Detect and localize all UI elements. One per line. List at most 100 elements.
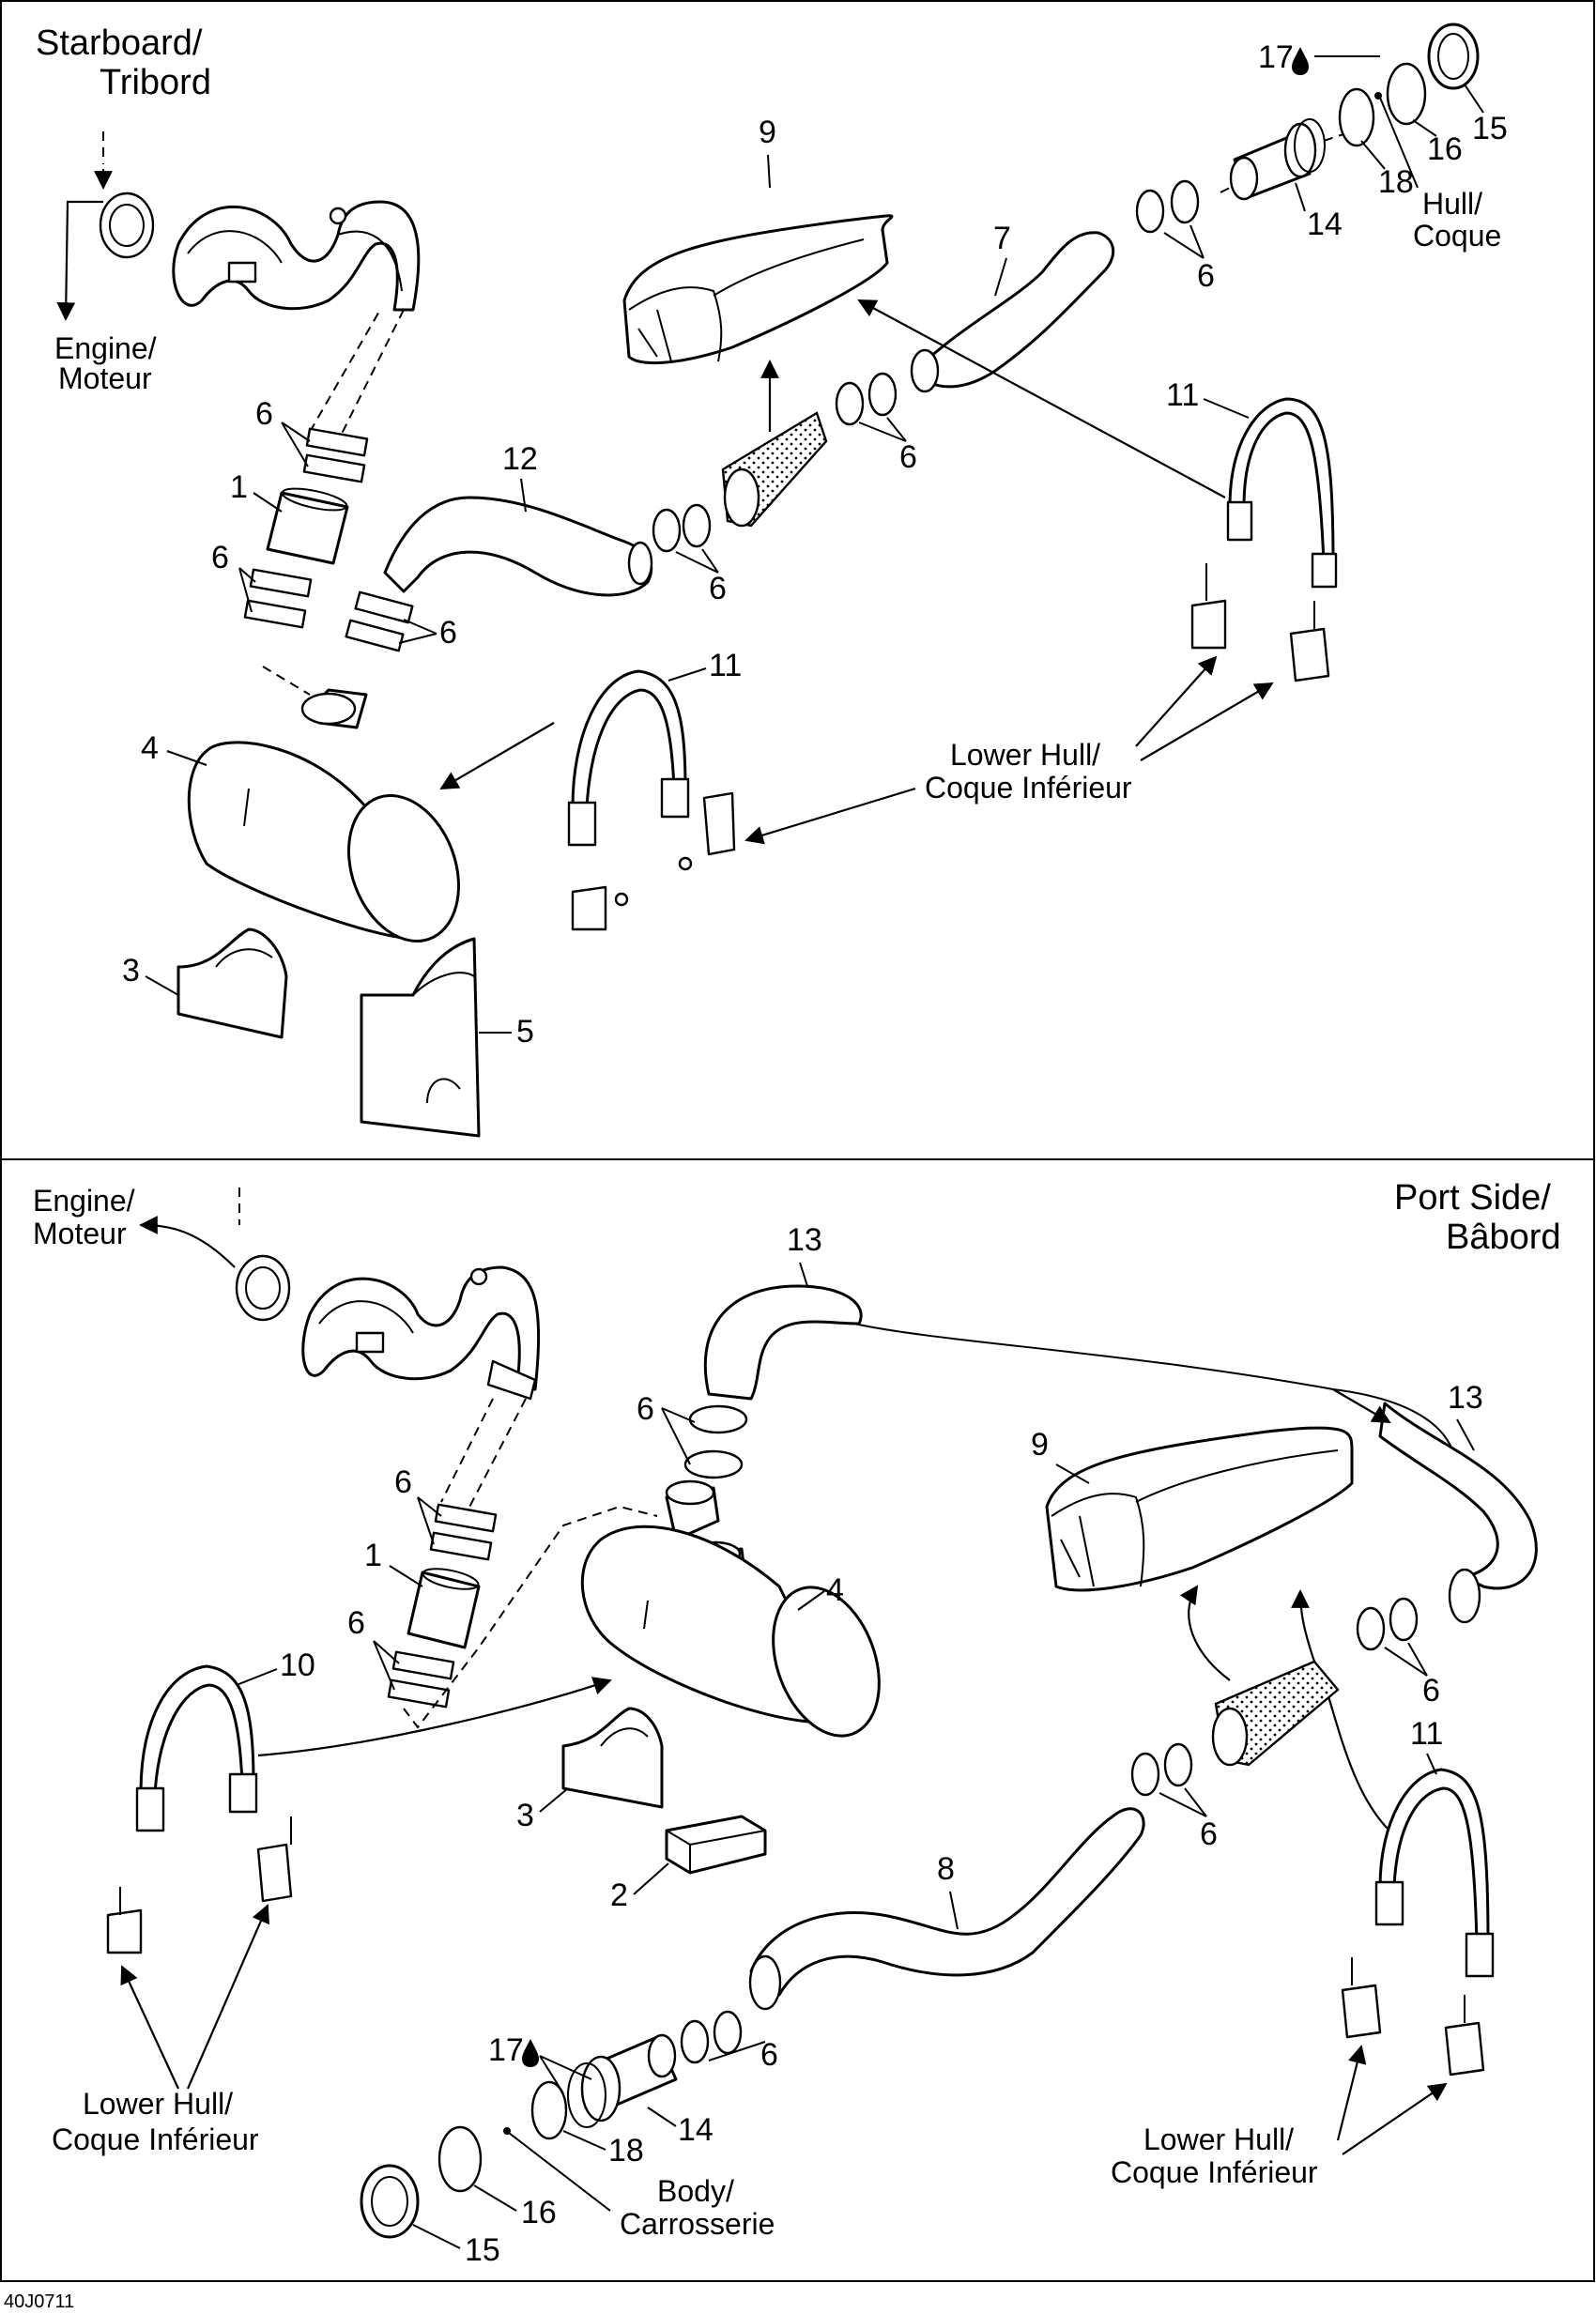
clamp-6-port-lower (387, 1650, 455, 1709)
callout-10: 10 (280, 1647, 315, 1683)
hose-part-7 (910, 231, 1115, 393)
silencer-part-9 (622, 214, 894, 364)
callout-17: 17 (488, 2032, 524, 2068)
coupling-part-1-port (407, 1568, 481, 1649)
hose-part-12 (383, 496, 653, 597)
support-part-3-port (561, 1707, 664, 1809)
lower-hull-label-left-fr: Coque Inférieur (52, 2122, 259, 2156)
strap-part-10 (135, 1664, 258, 1832)
callout-6: 6 (899, 439, 917, 475)
clamp-6-port-center (1130, 1742, 1193, 1797)
strap-part-11-right (1226, 397, 1338, 589)
bracket-center-right (678, 791, 736, 871)
callout-4: 4 (826, 1572, 844, 1608)
clamp-6-hose12 (345, 590, 414, 652)
callout-11: 11 (1166, 377, 1199, 413)
bracket-port-left-upper (256, 1816, 293, 1903)
nut-part-15 (1427, 23, 1480, 90)
arrow-to-muffler (439, 722, 555, 789)
port-title: Port Side/ (1394, 1178, 1551, 1218)
outlet-part-14 (1229, 118, 1326, 201)
perforated-tube-port (1211, 1660, 1340, 1767)
callout-14: 14 (678, 2112, 714, 2148)
hull-label: Hull/ (1422, 187, 1482, 221)
support-part-3 (176, 927, 288, 1039)
callout-6: 6 (1197, 258, 1215, 294)
engine-reference-port: Engine/ Moteur (33, 1184, 240, 1268)
callout-6: 6 (211, 540, 229, 575)
clamp-6-upper (302, 427, 369, 483)
body-label-fr: Carrosserie (620, 2207, 775, 2241)
callout-8: 8 (937, 1851, 955, 1887)
bracket-port-right-lower (1444, 1995, 1485, 2076)
callout-15: 15 (465, 2232, 500, 2268)
muffler-part-4-port (580, 1479, 881, 1738)
lower-hull-label-right: Lower Hull/ (1143, 2122, 1294, 2156)
callout-16: 16 (521, 2195, 557, 2230)
clamp-6-port-upper (429, 1503, 498, 1561)
clamp-6-tube (835, 372, 898, 426)
callout-9: 9 (759, 115, 776, 150)
bracket-right-lower (1289, 601, 1330, 682)
clamp-6-port-bottom (680, 2010, 743, 2064)
port-title-fr: Bâbord (1446, 1218, 1561, 1257)
bracket-port-left-lower (106, 1887, 143, 1954)
gasket-part-18-port (530, 2080, 568, 2140)
callout-11: 11 (1410, 1716, 1443, 1752)
ring-part-16-port (437, 2125, 483, 2193)
callout-16: 16 (1427, 131, 1463, 167)
nut-part-15-port (360, 2164, 420, 2239)
callout-15: 15 (1472, 111, 1508, 146)
muffler-part-4 (187, 666, 460, 942)
perforated-tube (721, 411, 828, 528)
lower-hull-label-left: Lower Hull/ (83, 2087, 233, 2121)
callout-2: 2 (610, 1877, 628, 1913)
bracket-right-upper (1190, 563, 1227, 650)
callout-13: 13 (787, 1222, 822, 1258)
lower-hull-label: Lower Hull/ (950, 738, 1100, 772)
callout-6: 6 (1422, 1673, 1440, 1709)
hose-centerline (309, 309, 405, 442)
clamp-6-port-right (1356, 1597, 1419, 1651)
block-part-2 (665, 1815, 767, 1875)
bracket-center-left (571, 885, 629, 931)
lower-hull-label-right-fr: Coque Inférieur (1111, 2155, 1318, 2189)
port-panel-frame (0, 1158, 1595, 2282)
clamp-6-right (1135, 179, 1200, 234)
engine-reference: Engine/ Moteur (54, 131, 157, 395)
sealant-drop-icon (1292, 47, 1309, 75)
callout-1: 1 (230, 469, 248, 505)
hose-part-8 (748, 1807, 1145, 2011)
clamp-6-lower-left (243, 568, 313, 629)
exhaust-manifold (99, 192, 421, 312)
callout-4: 4 (141, 730, 159, 766)
callout-6: 6 (347, 1605, 365, 1641)
sealant-drop-icon (522, 2039, 539, 2067)
callout-14: 14 (1307, 207, 1343, 242)
callout-5: 5 (516, 1014, 534, 1050)
bracket-port-right-upper (1341, 1957, 1382, 2039)
hose-part-13 (703, 1284, 1538, 1624)
port-panel: Port Side/ Bâbord Engine/ Moteur 6 (33, 1178, 1561, 2268)
callout-17: 17 (1258, 39, 1294, 75)
support-part-5 (360, 937, 481, 1138)
starboard-title-fr: Tribord (100, 63, 211, 102)
exhaust-manifold-port (235, 1254, 541, 1401)
callout-6: 6 (394, 1464, 412, 1500)
svg-text:Engine/: Engine/ (33, 1184, 135, 1218)
outlet-part-14-port (567, 2033, 678, 2128)
callout-18: 18 (1378, 164, 1414, 200)
callout-6: 6 (1200, 1816, 1218, 1852)
svg-text:Engine/: Engine/ (54, 331, 157, 365)
coupling-part-1 (266, 487, 349, 565)
callout-11: 11 (709, 648, 742, 683)
clamp-6-muffler-inlet (683, 1404, 748, 1479)
strap-part-11-center (567, 669, 690, 847)
callout-3: 3 (516, 1798, 534, 1833)
strap-part-11-port (1374, 1768, 1495, 1978)
hull-label-fr: Coque (1413, 219, 1501, 253)
callout-3: 3 (122, 953, 140, 988)
starboard-title: Starboard/ (36, 23, 203, 63)
clamp-6-mid (652, 503, 712, 553)
